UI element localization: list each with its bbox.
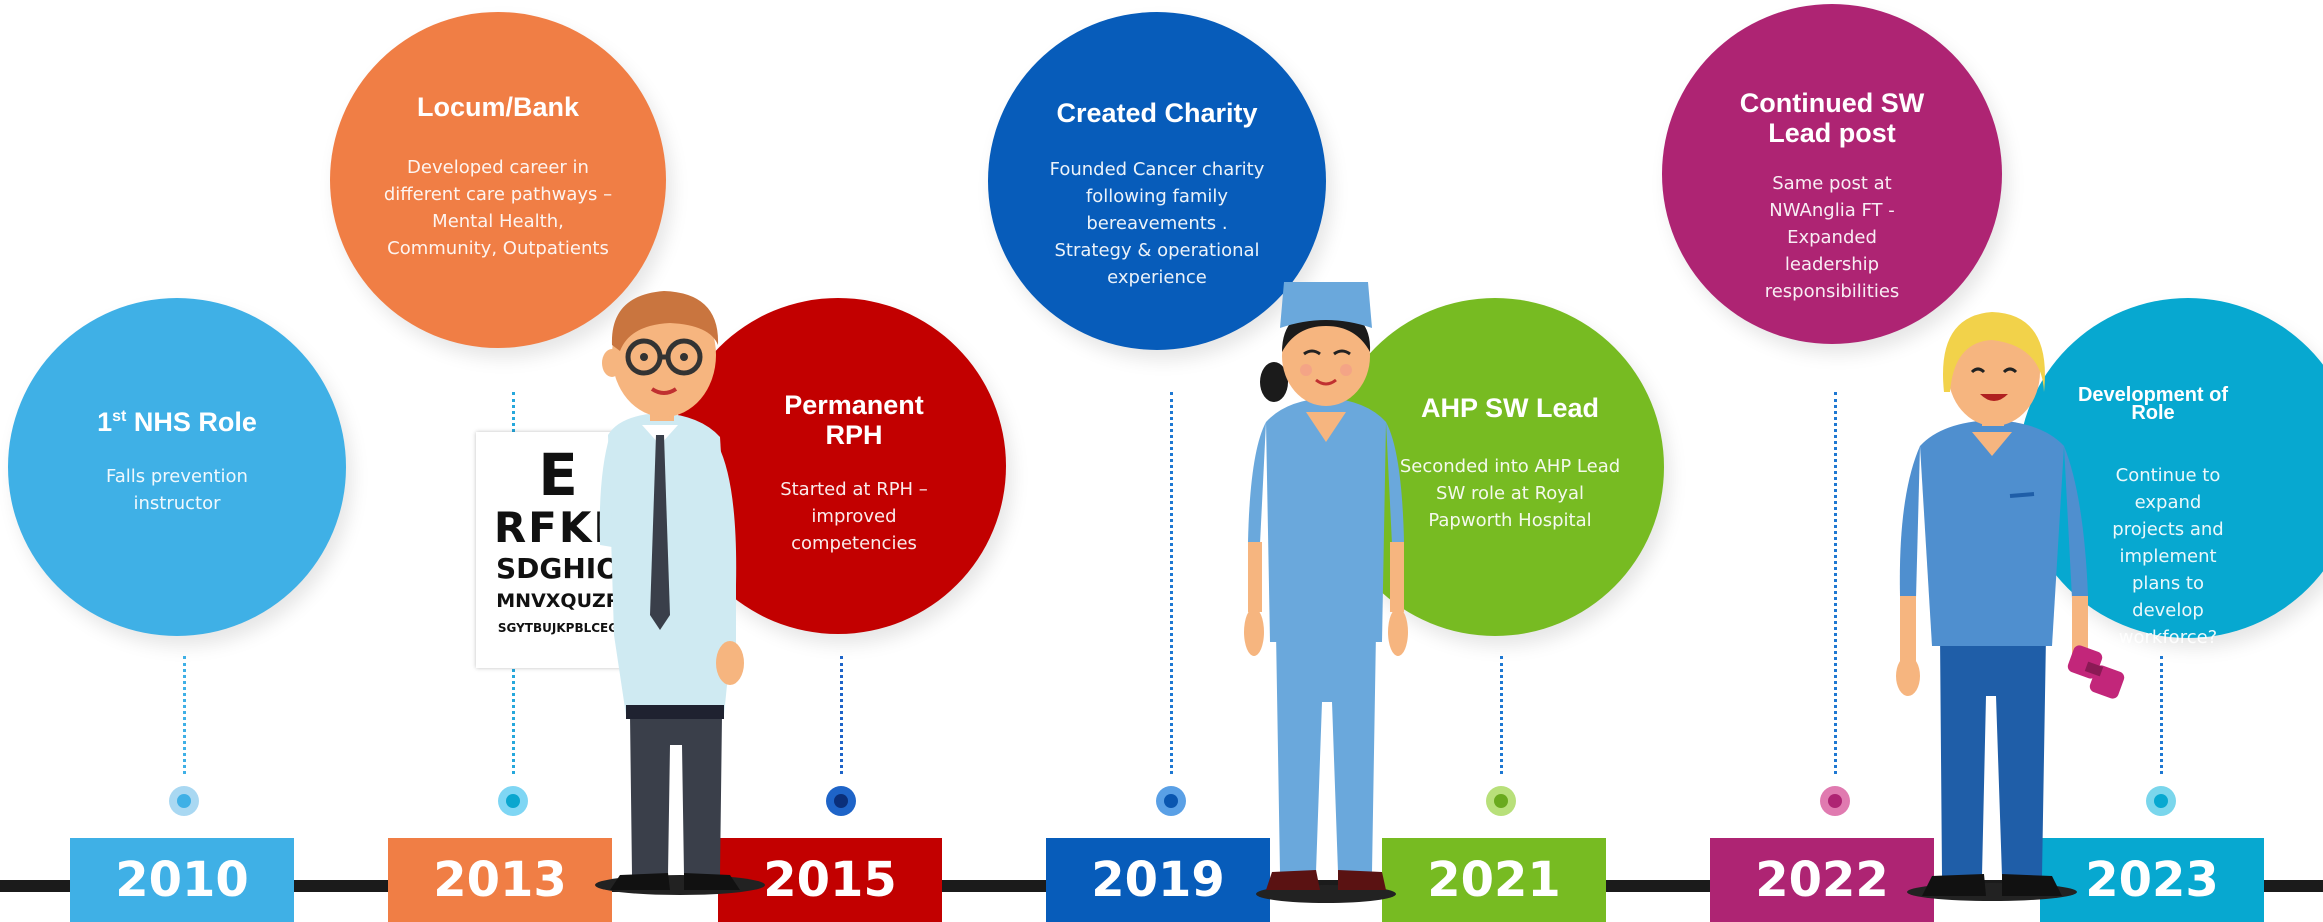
marker-2015 [826,786,856,816]
milestone-desc-2021: Seconded into AHP Lead SW role at Royal … [1399,456,1621,531]
connector-2022 [1834,392,1837,774]
year-label-2013: 2013 [388,838,612,922]
marker-2019 [1156,786,1186,816]
connector-2019 [1170,392,1173,774]
marker-2022 [1820,786,1850,816]
milestone-title-2010: 1st NHS Role [97,407,257,437]
milestone-desc-2015: Started at RPH – improved competencies [780,479,928,554]
eye-chart-row-1: E [538,441,578,509]
milestone-title-2021: AHP SW Lead [1420,393,1600,423]
marker-2021 [1486,786,1516,816]
year-label-2019: 2019 [1046,838,1270,922]
connector-2015 [840,656,843,774]
milestone-circle-2010: 1st NHS Role Falls prevention instructor [8,298,346,636]
eye-chart-icon: E RFKL SDGHIO MNVXQUZP SGYTBUJKPBLCEG [476,432,640,668]
year-label-2010: 2010 [70,838,294,922]
year-label-2023: 2023 [2040,838,2264,922]
year-label-2021: 2021 [1382,838,1606,922]
milestone-title-2015: Permanent RPH [784,390,924,450]
year-label-2015: 2015 [718,838,942,922]
marker-2010 [169,786,199,816]
marker-2023 [2146,786,2176,816]
nurse-figure-icon [1244,282,1408,903]
doctor-figure-icon [595,291,765,895]
milestone-desc-2013: Developed career in different care pathw… [383,157,613,259]
worker-figure-icon [1896,312,2125,901]
milestone-circle-2015: Permanent RPH Started at RPH – improved … [670,298,1006,634]
milestone-title-2022: Continued SW Lead post [1739,88,1925,148]
eye-chart-row-3: SDGHIO [495,552,621,585]
connector-2023 [2160,656,2163,774]
marker-2013 [498,786,528,816]
connector-2010 [183,656,186,774]
milestone-title-2013: Locum/Bank [416,92,580,122]
milestone-desc-2022: Same post at NWAnglia FT - Expanded lead… [1764,173,1900,302]
milestone-desc-2019: Founded Cancer charity following family … [1049,159,1265,288]
connector-2021 [1500,656,1503,774]
eye-chart-row-2: RFKL [493,503,623,552]
milestone-title-2023: Development of Role [2077,384,2229,424]
year-label-2022: 2022 [1710,838,1934,922]
eye-chart-row-5: SGYTBUJKPBLCEG [497,621,619,635]
milestone-desc-2010: Falls prevention instructor [106,466,248,514]
milestone-circle-2019: Created Charity Founded Cancer charity f… [988,12,1326,350]
milestone-circle-2013: Locum/Bank Developed career in different… [330,12,666,348]
milestone-circle-2022: Continued SW Lead post Same post at NWAn… [1662,4,2002,344]
eye-chart-row-4: MNVXQUZP [496,590,620,612]
milestone-title-2019: Created Charity [1056,98,1258,128]
milestone-desc-2023: Continue to expand projects and implemen… [2112,465,2224,648]
